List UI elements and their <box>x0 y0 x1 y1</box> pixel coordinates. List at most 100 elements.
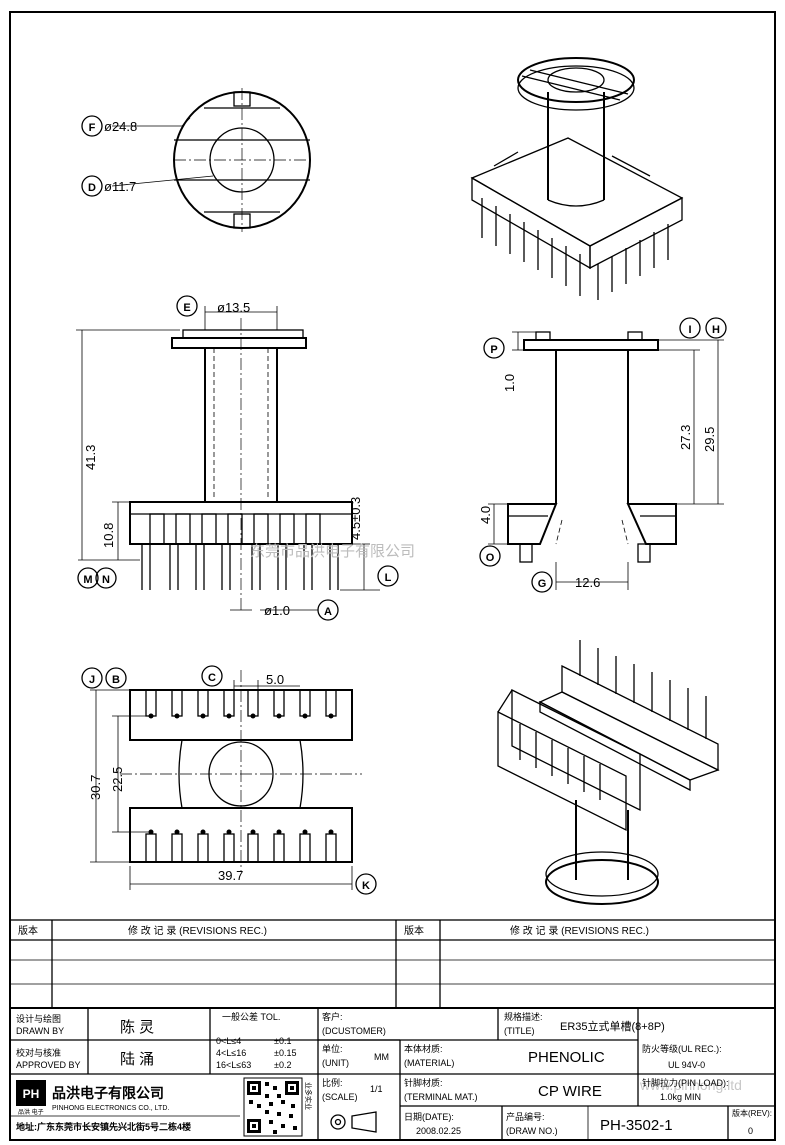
dim-f-dia: ø24.8 <box>104 119 137 134</box>
company-logo <box>16 1080 46 1106</box>
dim-row-span-outer: 30.7 <box>88 775 103 800</box>
dim-base-side: 4.0 <box>478 506 493 524</box>
approved-label-en: APPROVED BY <box>16 1060 81 1070</box>
isometric-view-top <box>470 57 684 300</box>
dim-height-side: 29.5 <box>702 427 717 452</box>
top-view: F ø24.8 D ø11.7 <box>81 88 311 232</box>
callout-g <box>531 571 553 593</box>
callout-l-letter: L <box>385 572 392 584</box>
rev-col-version-left: 版本 <box>18 924 38 937</box>
unit-value: MM <box>374 1052 389 1062</box>
unit-label-cn: 单位: <box>322 1043 343 1054</box>
dim-pin-dia: ø1.0 <box>264 603 290 618</box>
callout-p <box>483 337 505 359</box>
callout-a <box>317 599 339 621</box>
company-name-en: PINHONG ELECTRONICS CO., LTD. <box>52 1105 169 1112</box>
terminal-value: CP WIRE <box>538 1083 602 1100</box>
pinload-value: 1.0kg MIN <box>660 1092 701 1102</box>
callout-i <box>679 317 701 339</box>
callout-n-letter: N <box>102 574 110 586</box>
callout-h <box>705 317 727 339</box>
designed-label-cn: 设计与绘图 <box>16 1013 61 1024</box>
projection-symbol-icon <box>330 1114 346 1130</box>
callout-c-letter: C <box>208 672 216 684</box>
callout-k <box>355 873 377 895</box>
dim-row-span-inner: 22.5 <box>110 767 125 792</box>
title-label-en: (TITLE) <box>504 1026 535 1036</box>
callout-l <box>377 565 399 587</box>
date-value: 2008.02.25 <box>416 1126 461 1136</box>
qr-code-icon <box>243 1077 303 1137</box>
dim-height-total: 41.3 <box>83 445 98 470</box>
material-value: PHENOLIC <box>528 1049 605 1066</box>
scale-label-en: (SCALE) <box>322 1092 358 1102</box>
approved-label-cn: 校对与核准 <box>16 1047 61 1058</box>
customer-label-cn: 客户: <box>322 1011 343 1022</box>
company-logo-text: PH <box>23 1087 40 1101</box>
callout-d-letter: D <box>88 182 96 194</box>
unit-label-en: (UNIT) <box>322 1058 349 1068</box>
front-view: ø13.5 E 41.3 10.8 4.5±0.3 ø1.0 M N L A <box>76 295 399 621</box>
callout-i-letter: I <box>688 324 691 336</box>
callout-m <box>77 567 99 589</box>
dim-pin-length: 4.5±0.3 <box>348 497 363 540</box>
watermark-company: 东莞市品洪电子有限公司 <box>250 543 415 560</box>
callout-k-letter: K <box>362 880 370 892</box>
dim-pitch: 5.0 <box>266 672 284 687</box>
callout-e <box>176 295 198 317</box>
side-view: 1.0 P 27.3 29.5 I H 4.0 O 12.6 G <box>478 317 727 593</box>
dim-width-base: 39.7 <box>218 868 243 883</box>
callout-m-letter: M <box>83 574 92 586</box>
callout-o <box>479 545 501 567</box>
tol-range-1: 4<L≤16 <box>216 1048 246 1058</box>
callout-o-letter: O <box>486 552 495 564</box>
bottom-view: 5.0 C 30.7 22.5 J B 39.7 K <box>81 665 377 895</box>
tol-range-2: 16<L≤63 <box>216 1060 251 1070</box>
isometric-view-bottom <box>497 640 720 905</box>
approver-name: 陆 涌 <box>120 1051 154 1068</box>
rev-value: 0 <box>748 1126 753 1136</box>
designer-name: 陈 灵 <box>120 1018 154 1036</box>
ul-label: 防火等级(UL REC.): <box>642 1043 722 1054</box>
company-logo-sub: 品洪 电子 <box>18 1108 44 1116</box>
tol-range-0: 0<L≤4 <box>216 1036 241 1046</box>
tol-value-2: ±0.2 <box>274 1060 291 1070</box>
title-value: ER35立式单槽(8+8P) <box>560 1019 665 1033</box>
dim-d-dia: ø11.7 <box>104 179 136 194</box>
material-label-cn: 本体材质: <box>404 1043 443 1054</box>
callout-f <box>81 115 103 137</box>
customer-label-en: (DCUSTOMER) <box>322 1026 386 1036</box>
drawno-value: PH-3502-1 <box>600 1117 673 1134</box>
rev-col-record-left: 修 改 记 录 (REVISIONS REC.) <box>128 924 267 937</box>
terminal-label-en: (TERMINAL MAT.) <box>404 1092 478 1102</box>
dim-winding-height: 27.3 <box>678 425 693 450</box>
date-label: 日期(DATE): <box>404 1112 454 1122</box>
callout-b <box>105 667 127 689</box>
dim-flange-top: 1.0 <box>502 374 517 392</box>
callout-h-letter: H <box>712 324 720 336</box>
callout-d <box>81 175 103 197</box>
watermark-url: www.pinhong.ltd <box>639 1077 742 1093</box>
revisions-table: 版本 修 改 记 录 (REVISIONS REC.) 版本 修 改 记 录 (… <box>9 919 776 1009</box>
callout-f-letter: F <box>89 122 96 134</box>
designed-label-en: DRAWN BY <box>16 1026 64 1036</box>
tol-title: 一般公差 TOL. <box>222 1011 280 1022</box>
ul-value: UL 94V-0 <box>668 1060 705 1070</box>
company-name-cn: 品洪电子有限公司 <box>52 1085 164 1101</box>
dim-width-side: 12.6 <box>575 575 600 590</box>
scale-value: 1/1 <box>370 1084 383 1094</box>
callout-n <box>95 567 117 589</box>
drawno-label-en: (DRAW NO.) <box>506 1126 558 1136</box>
callout-a-letter: A <box>324 606 332 618</box>
title-label-cn: 规格描述: <box>504 1011 543 1022</box>
company-address: 地址:广东东莞市长安镇先兴北街5号二栋4楼 <box>16 1121 191 1132</box>
callout-j <box>81 667 103 689</box>
tol-value-1: ±0.15 <box>274 1048 296 1058</box>
callout-e-letter: E <box>183 302 190 314</box>
dim-e-dia: ø13.5 <box>217 300 250 315</box>
title-block: 设计与绘图 DRAWN BY 陈 灵 校对与核准 APPROVED BY 陆 涌… <box>9 1007 776 1141</box>
callout-j-letter: J <box>89 674 95 686</box>
scale-label-cn: 比例: <box>322 1077 343 1088</box>
callout-p-letter: P <box>490 344 497 356</box>
